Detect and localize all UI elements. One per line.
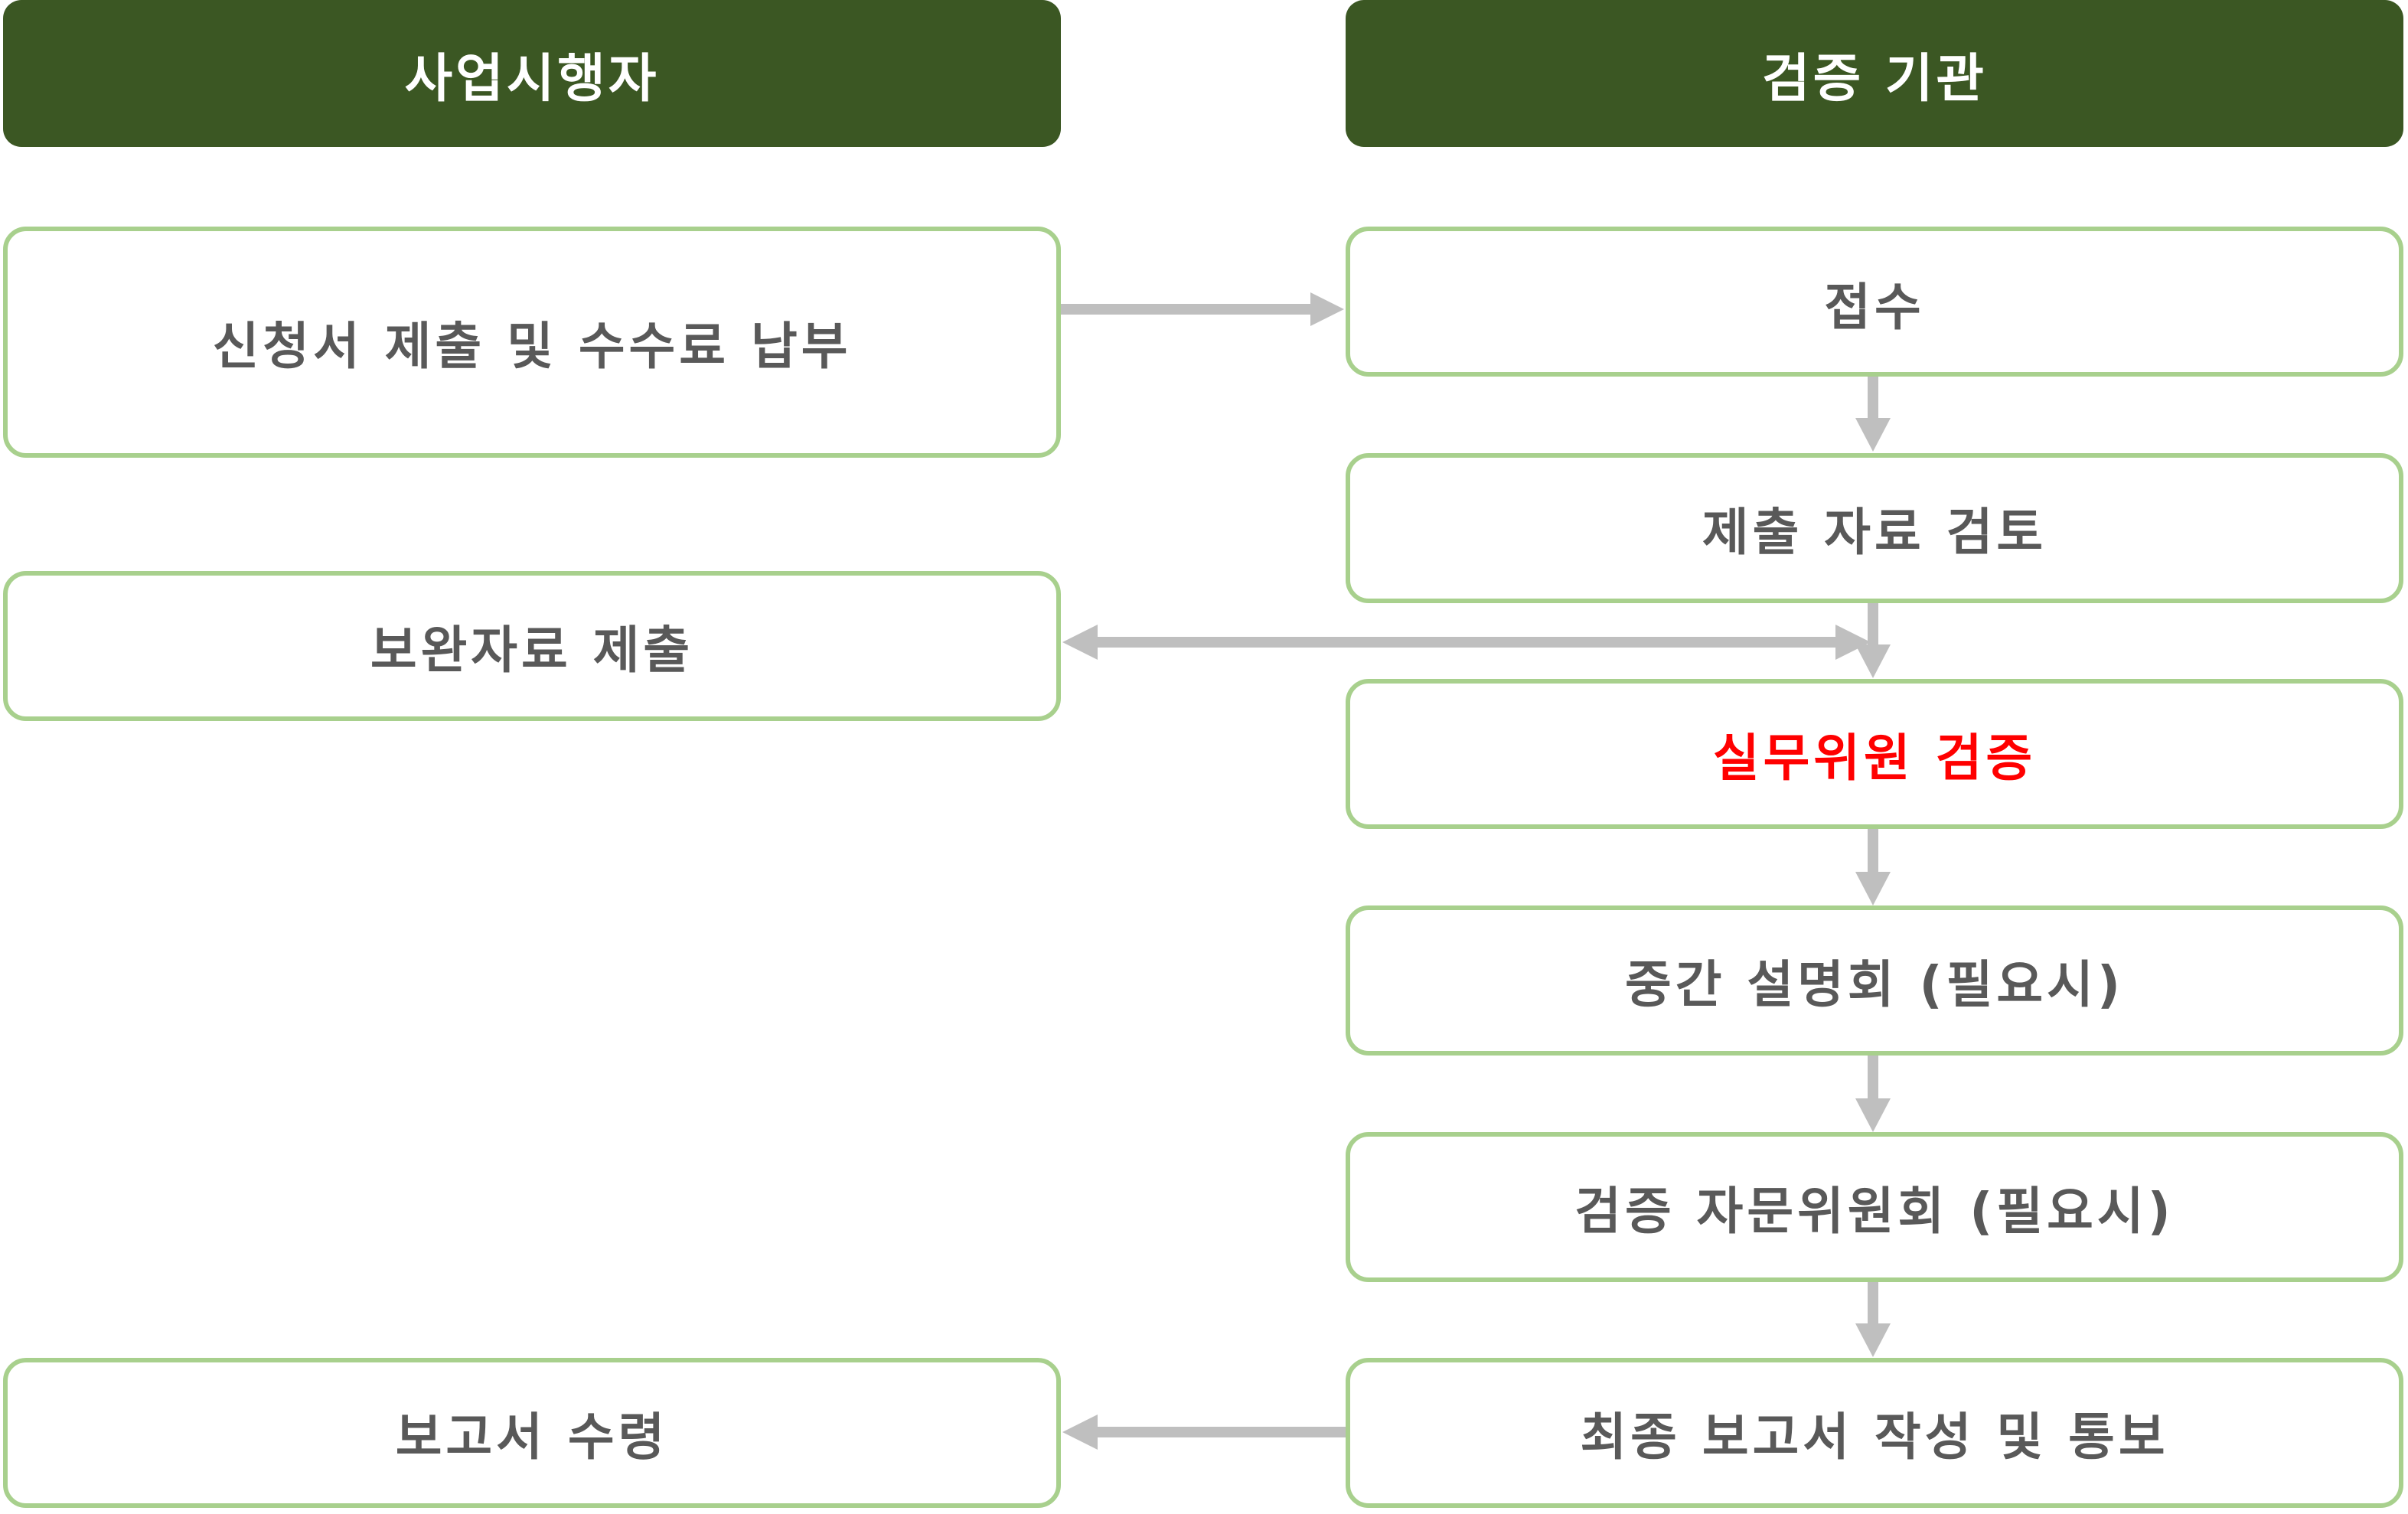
step-application-label: 신청서 제출 및 수수료 납부 bbox=[212, 317, 852, 376]
step-final-report: 최종 보고서 작성 및 통보 bbox=[1346, 1358, 2403, 1508]
header-applicant-label: 사업시행자 bbox=[404, 48, 660, 109]
step-receipt: 접수 bbox=[1346, 227, 2403, 377]
header-verification-label: 검증 기관 bbox=[1762, 48, 1987, 109]
step-working-verification-label: 실무위원 검증 bbox=[1712, 729, 2037, 788]
arrow-review-to-verification bbox=[1868, 603, 1878, 646]
step-document-review: 제출 자료 검토 bbox=[1346, 453, 2403, 603]
step-report-receipt-label: 보고서 수령 bbox=[395, 1408, 669, 1467]
header-verification-body: 검증 기관 bbox=[1346, 0, 2403, 147]
arrowhead-receipt bbox=[1310, 292, 1344, 326]
header-applicant: 사업시행자 bbox=[3, 0, 1061, 147]
arrowhead-supplement-right bbox=[1835, 625, 1871, 660]
arrowhead-verification bbox=[1855, 644, 1891, 678]
step-advisory-committee: 검증 자문위원회 (필요시) bbox=[1346, 1132, 2403, 1282]
arrowhead-receive bbox=[1062, 1414, 1098, 1450]
arrowhead-briefing bbox=[1855, 872, 1891, 905]
arrow-committee-to-final bbox=[1868, 1282, 1878, 1325]
step-supplement-label: 보완자료 제출 bbox=[370, 621, 694, 680]
arrow-application-to-receipt bbox=[1061, 304, 1312, 315]
arrow-supplement-bidirectional bbox=[1095, 637, 1839, 648]
step-advisory-committee-label: 검증 자문위원회 (필요시) bbox=[1574, 1182, 2175, 1241]
step-interim-briefing-label: 중간 설명회 (필요시) bbox=[1624, 955, 2125, 1014]
arrowhead-supplement-left bbox=[1062, 625, 1098, 660]
step-supplement-submission: 보완자료 제출 bbox=[3, 571, 1061, 721]
step-document-review-label: 제출 자료 검토 bbox=[1702, 503, 2047, 562]
step-application-submission: 신청서 제출 및 수수료 납부 bbox=[3, 227, 1061, 458]
arrowhead-review bbox=[1855, 418, 1891, 452]
step-receipt-label: 접수 bbox=[1824, 278, 1925, 337]
arrow-briefing-to-committee bbox=[1868, 1056, 1878, 1100]
step-final-report-label: 최종 보고서 작성 및 통보 bbox=[1580, 1408, 2169, 1467]
arrow-final-to-receive bbox=[1095, 1427, 1346, 1437]
arrowhead-final bbox=[1855, 1323, 1891, 1357]
step-working-verification: 실무위원 검증 bbox=[1346, 679, 2403, 829]
step-interim-briefing: 중간 설명회 (필요시) bbox=[1346, 905, 2403, 1056]
step-report-receipt: 보고서 수령 bbox=[3, 1358, 1061, 1508]
arrow-receipt-to-review bbox=[1868, 375, 1878, 419]
arrow-verification-to-briefing bbox=[1868, 829, 1878, 873]
arrowhead-committee bbox=[1855, 1098, 1891, 1132]
